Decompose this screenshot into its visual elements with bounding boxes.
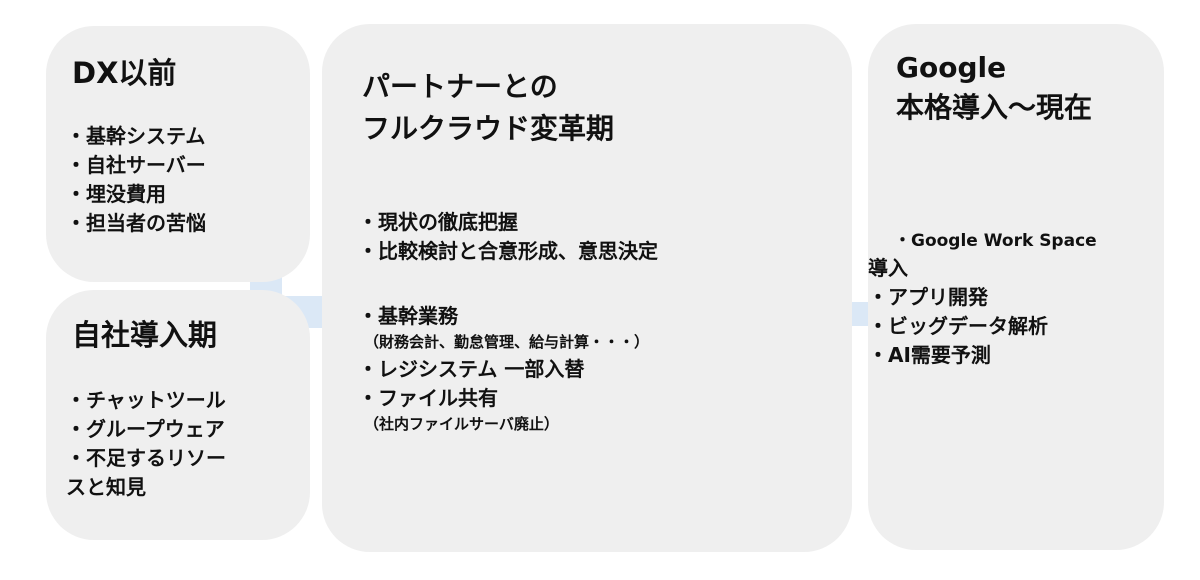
panel-partner-cloud-transformation: パートナーとの フルクラウド変革期 ・現状の徹底把握 ・比較検討と合意形成、意思… [322, 24, 852, 552]
item-list: ・Google Work Space 導入 ・アプリ開発 ・ビッグデータ解析 ・… [868, 228, 1097, 370]
list-item: スと知見 [66, 475, 146, 499]
list-item-note: （財務会計、勤怠管理、給与計算・・・） [364, 333, 650, 351]
title-line: フルクラウド変革期 [362, 112, 615, 145]
title-line: パートナーとの [362, 70, 558, 103]
list-item: ・基幹業務 [358, 304, 458, 328]
title-line: 本格導入～現在 [896, 91, 1093, 124]
list-item: ・基幹システム [66, 124, 206, 148]
list-item: ・不足するリソー [66, 446, 226, 470]
list-item: ・レジシステム 一部入替 [358, 357, 585, 381]
list-item: ・埋没費用 [66, 182, 166, 206]
list-item: ・アプリ開発 [868, 285, 988, 309]
panel-title: DX以前 [72, 56, 177, 90]
item-list: ・基幹業務 （財務会計、勤怠管理、給与計算・・・） ・レジシステム 一部入替 ・… [358, 302, 649, 437]
panel-title: Google 本格導入～現在 [896, 48, 1092, 128]
list-item-continuation: 導入 [868, 256, 908, 280]
panel-title: パートナーとの フルクラウド変革期 [362, 66, 614, 150]
list-item: ・グループウェア [66, 417, 225, 441]
panel-self-introduction: 自社導入期 ・チャットツール ・グループウェア ・不足するリソー スと知見 [46, 290, 310, 540]
list-item: ・Google Work Space [894, 231, 1097, 251]
item-list: ・チャットツール ・グループウェア ・不足するリソー スと知見 [66, 386, 226, 502]
list-item: ・現状の徹底把握 [358, 210, 518, 234]
panel-title: 自社導入期 [72, 318, 218, 352]
panel-google-adoption: Google 本格導入～現在 ・Google Work Space 導入 ・アプ… [868, 24, 1164, 550]
item-list: ・基幹システム ・自社サーバー ・埋没費用 ・担当者の苦悩 [66, 122, 206, 238]
list-item: ・担当者の苦悩 [66, 211, 206, 235]
list-item: ・ファイル共有 [358, 386, 498, 410]
list-item: ・比較検討と合意形成、意思決定 [358, 239, 658, 263]
list-item: ・ビッグデータ解析 [868, 314, 1048, 338]
list-item: ・AI需要予測 [868, 343, 991, 367]
list-item: ・チャットツール [66, 388, 226, 412]
title-line: Google [896, 51, 1007, 84]
item-list: ・現状の徹底把握 ・比較検討と合意形成、意思決定 [358, 208, 658, 266]
list-item: ・自社サーバー [66, 153, 206, 177]
list-item-note: （社内ファイルサーバ廃止） [364, 415, 559, 433]
panel-before-dx: DX以前 ・基幹システム ・自社サーバー ・埋没費用 ・担当者の苦悩 [46, 26, 310, 282]
